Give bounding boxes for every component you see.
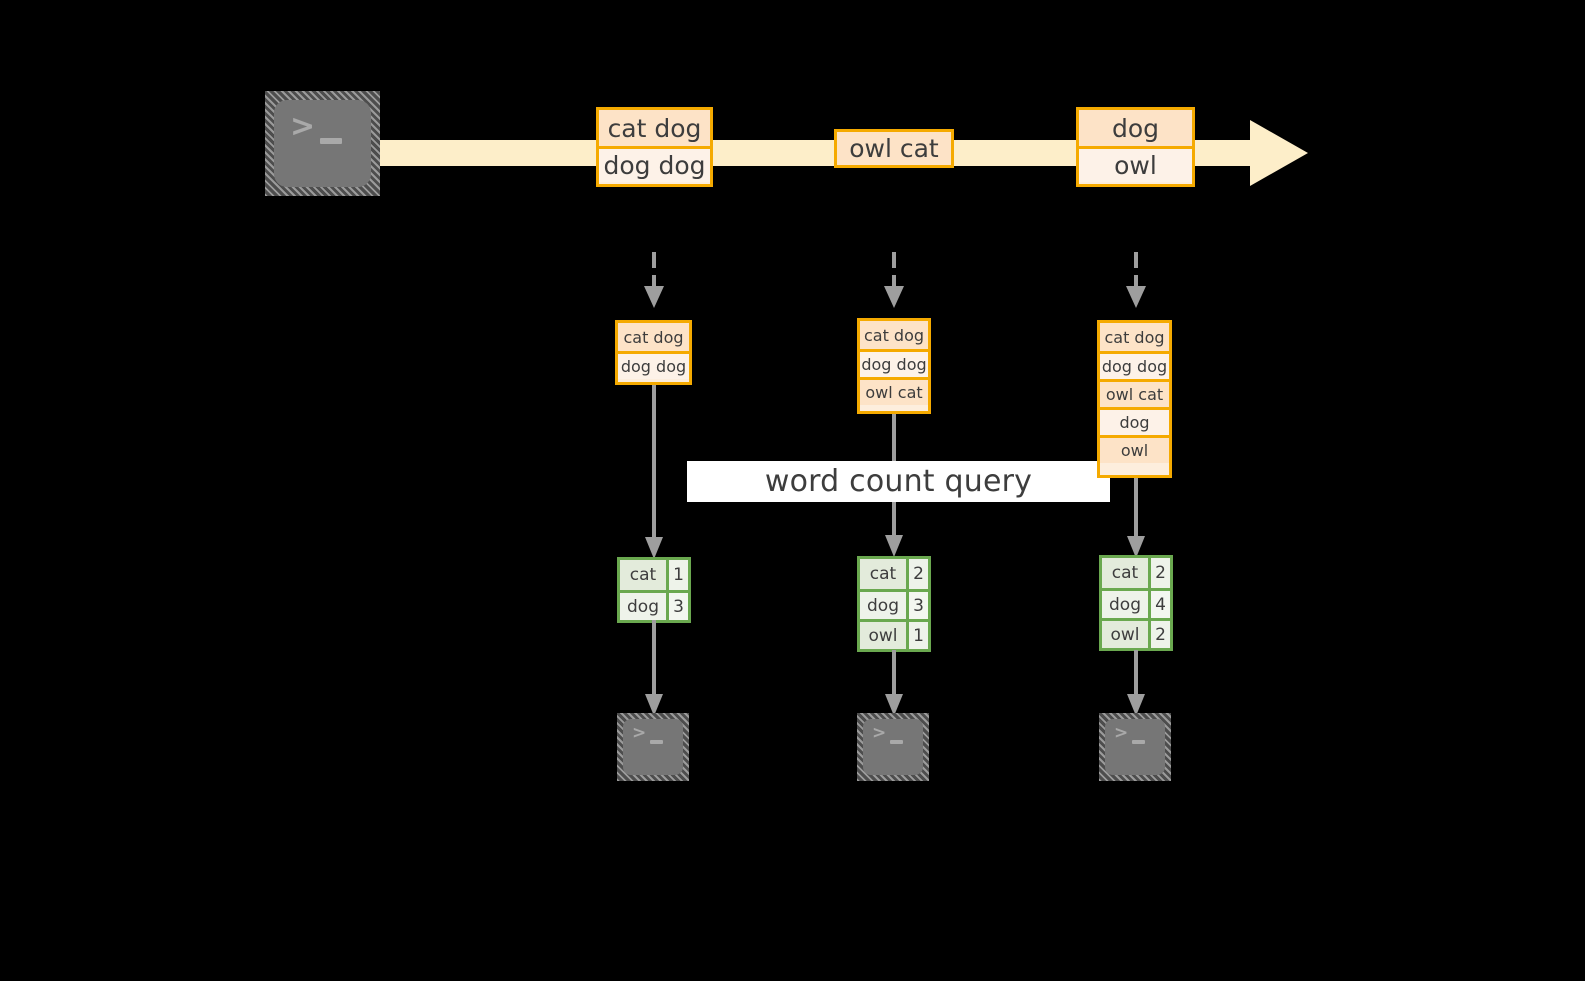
snapshot-1-result-table: cat 1 dog 3 — [617, 557, 691, 623]
stream-record-line: owl cat — [849, 134, 939, 163]
stream-group-3: dog owl — [1076, 107, 1195, 187]
result-word: owl — [860, 622, 906, 649]
result-word: owl — [1102, 621, 1148, 648]
result-count: 2 — [1148, 558, 1170, 588]
buffer-line: dog dog — [618, 351, 689, 379]
result-count: 3 — [906, 592, 928, 619]
snapshot-2-sink-terminal-icon: > — [857, 713, 929, 781]
cursor-underscore-icon — [650, 740, 663, 744]
result-word: dog — [620, 593, 666, 620]
stream-group-2: owl cat — [834, 129, 954, 168]
snapshot-3-sink-arrow — [1127, 650, 1145, 716]
buffer-line: dog dog — [860, 349, 928, 377]
query-banner-label: word count query — [764, 464, 1033, 499]
buffer-line: owl cat — [1100, 379, 1169, 407]
snapshot-3-inbound-dashed-arrow — [1126, 252, 1146, 308]
snapshot-1-buffer: cat dog dog dog — [615, 320, 692, 385]
result-count: 2 — [1148, 621, 1170, 648]
result-count: 3 — [666, 593, 688, 620]
stream-record-line: dog — [1079, 110, 1192, 146]
table-row: owl 1 — [860, 619, 928, 649]
snapshot-3-query-arrow — [1127, 470, 1145, 558]
buffer-line: dog dog — [1100, 351, 1169, 379]
result-word: cat — [1102, 558, 1148, 588]
stream-record-line: owl — [1079, 146, 1192, 182]
source-terminal-icon: > — [265, 91, 380, 196]
snapshot-2-result-table: cat 2 dog 3 owl 1 — [857, 556, 931, 652]
table-row: dog 3 — [620, 590, 688, 620]
prompt-chevron-icon: > — [290, 109, 316, 144]
cursor-underscore-icon — [890, 740, 903, 744]
table-row: dog 3 — [860, 589, 928, 619]
result-count: 2 — [906, 559, 928, 589]
table-row: cat 1 — [620, 560, 688, 590]
buffer-line: cat dog — [618, 323, 689, 351]
result-word: cat — [620, 560, 666, 590]
snapshot-3-buffer: cat dog dog dog owl cat dog owl — [1097, 320, 1172, 478]
buffer-line: cat dog — [1100, 323, 1169, 351]
result-count: 1 — [666, 560, 688, 590]
snapshot-2-sink-arrow — [885, 650, 903, 716]
buffer-line: cat dog — [860, 321, 928, 349]
cursor-underscore-icon — [320, 138, 342, 144]
snapshot-2-inbound-dashed-arrow — [884, 252, 904, 308]
buffer-line: dog — [1100, 407, 1169, 435]
buffer-line: owl cat — [860, 377, 928, 405]
query-banner: word count query — [687, 461, 1110, 502]
prompt-chevron-icon: > — [1114, 723, 1129, 743]
snapshot-2-buffer: cat dog dog dog owl cat — [857, 318, 931, 414]
table-row: owl 2 — [1102, 618, 1170, 648]
stream-record-line: dog dog — [599, 146, 710, 182]
snapshot-3-result-table: cat 2 dog 4 owl 2 — [1099, 555, 1173, 651]
snapshot-1-sink-terminal-icon: > — [617, 713, 689, 781]
cursor-underscore-icon — [1132, 740, 1145, 744]
table-row: cat 2 — [860, 559, 928, 589]
result-count: 4 — [1148, 591, 1170, 618]
prompt-chevron-icon: > — [632, 723, 647, 743]
snapshot-1-sink-arrow — [645, 620, 663, 716]
stream-group-1: cat dog dog dog — [596, 107, 713, 187]
snapshot-1-inbound-dashed-arrow — [644, 252, 664, 308]
stream-record-line: cat dog — [599, 110, 710, 146]
buffer-line: owl — [1100, 435, 1169, 463]
result-word: dog — [860, 592, 906, 619]
table-row: dog 4 — [1102, 588, 1170, 618]
table-row: cat 2 — [1102, 558, 1170, 588]
result-count: 1 — [906, 622, 928, 649]
prompt-chevron-icon: > — [872, 723, 887, 743]
snapshot-1-query-arrow — [645, 385, 663, 559]
result-word: cat — [860, 559, 906, 589]
snapshot-3-sink-terminal-icon: > — [1099, 713, 1171, 781]
result-word: dog — [1102, 591, 1148, 618]
